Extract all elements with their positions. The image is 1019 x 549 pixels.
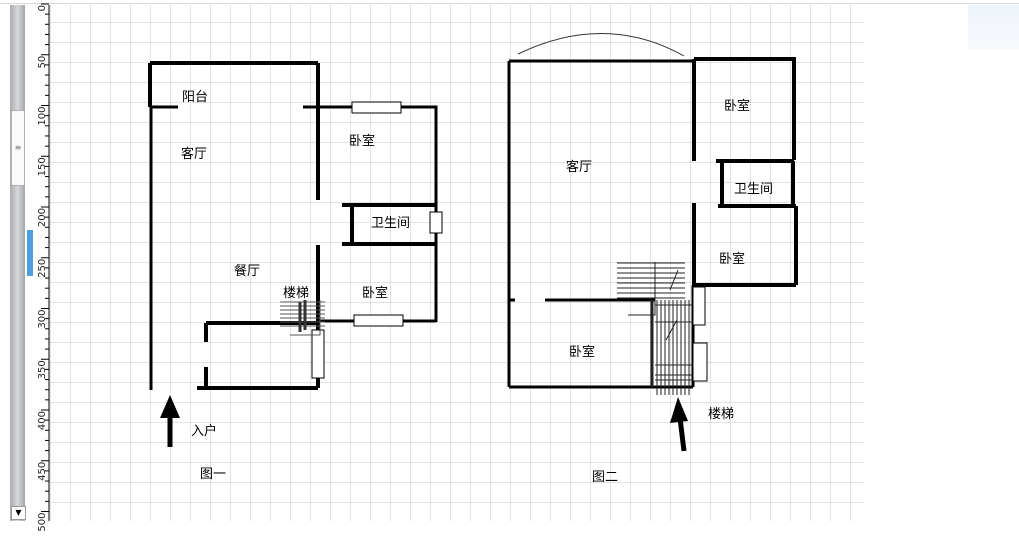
ruler-label: 350	[37, 360, 48, 379]
room-label-bedroom: 卧室	[719, 251, 745, 267]
ruler-label: 500	[37, 513, 48, 532]
room-label-dining: 餐厅	[234, 263, 260, 279]
floor-plan-2	[507, 33, 798, 395]
ruler-position-marker	[27, 230, 33, 276]
ruler-label: 0	[37, 5, 48, 11]
room-label-bedroom: 卧室	[349, 133, 375, 149]
stairs-arrowhead-icon	[670, 397, 688, 423]
room-label-living: 客厅	[566, 159, 592, 175]
vertical-ruler: 0 50 100 150 200 250 300 350 400 450 500	[37, 3, 50, 532]
stairs-symbol-1	[280, 300, 325, 336]
room-label-bathroom: 卫生间	[734, 182, 773, 197]
ruler-label: 450	[37, 462, 48, 481]
room-label-bedroom: 卧室	[569, 344, 595, 360]
entrance-label: 入户	[191, 423, 217, 439]
ruler-label: 150	[37, 157, 48, 176]
scrollbar-thumb[interactable]: ≡	[11, 110, 25, 186]
top-border	[0, 3, 1019, 4]
grid	[49, 5, 864, 521]
room-label-living: 客厅	[181, 146, 207, 162]
ruler-label: 100	[37, 107, 48, 126]
room-label-bathroom: 卫生间	[371, 216, 410, 231]
stairs-arrow-icon	[677, 417, 687, 452]
room-label-bedroom: 卧室	[362, 285, 388, 301]
ruler-label: 400	[37, 411, 48, 430]
room-label-bedroom: 卧室	[724, 98, 750, 114]
ruler-label: 50	[37, 56, 48, 69]
room-label-balcony: 阳台	[182, 90, 208, 105]
stairs-symbol-2	[617, 262, 693, 395]
scroll-down-arrow[interactable]: ▼	[11, 506, 26, 520]
plan-caption-1: 图一	[200, 467, 226, 482]
floor-plan-1	[148, 61, 443, 390]
ruler-label: 250	[37, 259, 48, 278]
plan-caption-2: 图二	[592, 470, 618, 485]
room-label-stairs: 楼梯	[283, 286, 309, 301]
ruler-label: 300	[37, 310, 48, 329]
side-panel-corner	[968, 5, 1019, 49]
entrance-arrowhead-icon	[160, 395, 180, 418]
room-label-stairs: 楼梯	[708, 407, 734, 422]
ruler-label: 200	[37, 208, 48, 227]
